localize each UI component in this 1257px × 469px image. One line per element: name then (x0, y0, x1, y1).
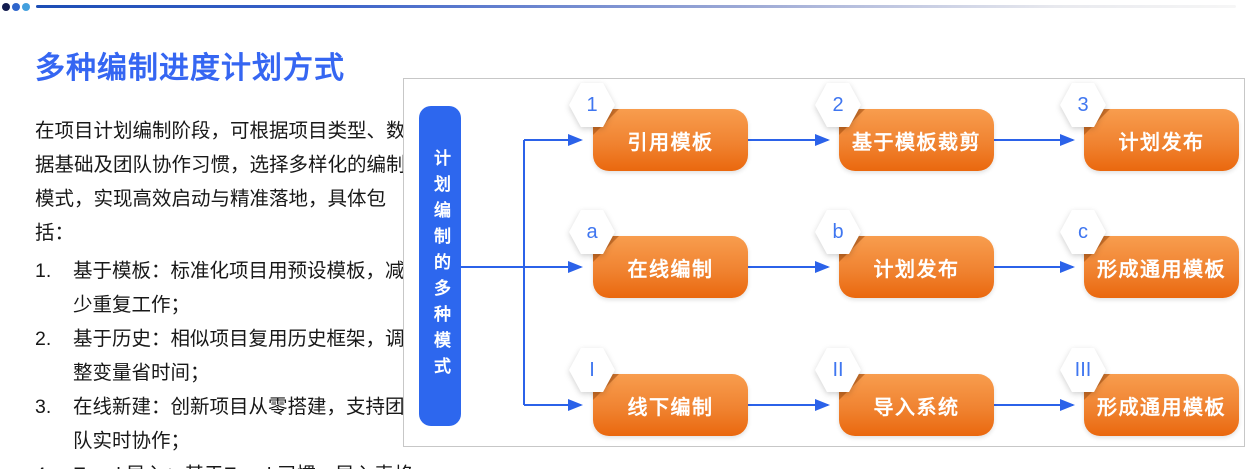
intro-paragraph: 在项目计划编制阶段，可根据项目类型、数据基础及团队协作习惯，选择多样化的编制模式… (35, 120, 406, 244)
flow-node-jihuafabu-2: b 计划发布 (815, 210, 994, 298)
hexagon-badge: III (1060, 348, 1106, 392)
list-number: 3. (35, 396, 52, 418)
list-text: 在线新建：创新项目从零搭建，支持团队实时协作； (73, 396, 405, 452)
list-number: 1. (35, 260, 52, 282)
list-text: 基于模板：标准化项目用预设模板，减少重复工作； (73, 260, 405, 316)
list-item: 2. 基于历史：相似项目复用历史框架，调整变量省时间； (35, 322, 417, 390)
flow-node-xingchengtongyongmuban-1: c 形成通用模板 (1060, 210, 1239, 298)
list-number: 2. (35, 328, 52, 350)
flow-node-yinyongmuban: 1 引用模板 (569, 83, 748, 171)
hexagon-badge: c (1060, 210, 1106, 254)
list-text: 基于历史：相似项目复用历史框架，调整变量省时间； (73, 328, 405, 384)
list-text: Excel 导入：基于Excel 习惯，导入表格免手动录入误差； (73, 458, 417, 469)
flow-node-xingchengtongyongmuban-2: III 形成通用模板 (1060, 348, 1239, 436)
list-item: 1. 基于模板：标准化项目用预设模板，减少重复工作； (35, 254, 417, 322)
hexagon-badge: I (569, 348, 615, 392)
flow-node-xianxiabianzhi: I 线下编制 (569, 348, 748, 436)
connector-lines (461, 134, 1075, 411)
flow-node-label: 在线编制 (627, 258, 714, 281)
top-decoration (0, 0, 1257, 14)
flow-node-label: 形成通用模板 (1097, 258, 1226, 281)
list-item: 4. Excel 导入：基于Excel 习惯，导入表格免手动录入误差； (35, 458, 417, 469)
mode-list: 1. 基于模板：标准化项目用预设模板，减少重复工作； 2. 基于历史：相似项目复… (35, 254, 417, 469)
hexagon-badge: a (569, 210, 615, 254)
page-title: 多种编制进度计划方式 (35, 52, 345, 85)
flow-node-label: 计划发布 (1118, 131, 1205, 154)
root-node-label: 计划编制的多种模式 (431, 149, 450, 383)
step-badge: a (569, 210, 615, 254)
step-badge: 3 (1060, 83, 1106, 127)
flow-node-label: 计划发布 (873, 258, 960, 281)
flow-node-label: 线下编制 (627, 396, 714, 419)
hexagon-badge: 2 (815, 83, 861, 127)
hexagon-badge: 1 (569, 83, 615, 127)
step-badge: 1 (569, 83, 615, 127)
deco-dot-3 (22, 3, 30, 11)
flow-node-zaixianbianzhi: a 在线编制 (569, 210, 748, 298)
root-node: 计划编制的多种模式 (419, 106, 461, 426)
deco-dot-2 (12, 3, 20, 11)
flow-node-daoruxitong: II 导入系统 (815, 348, 994, 436)
step-badge: b (815, 210, 861, 254)
list-number: 4. (35, 458, 73, 469)
deco-line (36, 5, 1236, 8)
flow-node-jihuafabu-1: 3 计划发布 (1060, 83, 1239, 171)
hexagon-badge: 3 (1060, 83, 1106, 127)
deco-dot-1 (2, 3, 10, 11)
step-badge: c (1060, 210, 1106, 254)
hexagon-badge: II (815, 348, 861, 392)
flow-node-label: 导入系统 (873, 396, 960, 419)
text-panel: 多种编制进度计划方式 在项目计划编制阶段，可根据项目类型、数据基础及团队协作习惯… (35, 50, 417, 469)
flow-node-label: 引用模板 (627, 131, 714, 154)
step-badge: II (815, 348, 861, 392)
step-badge: 2 (815, 83, 861, 127)
step-badge: I (569, 348, 615, 392)
flow-node-jiyumubancaijian: 2 基于模板裁剪 (815, 83, 994, 171)
flow-node-label: 基于模板裁剪 (852, 131, 981, 154)
list-item: 3. 在线新建：创新项目从零搭建，支持团队实时协作； (35, 390, 417, 458)
flow-diagram: 计划编制的多种模式 1 引用模板 2 基于模板裁剪 3 计划发布 a 在 (403, 78, 1245, 447)
flow-node-label: 形成通用模板 (1097, 396, 1226, 419)
hexagon-badge: b (815, 210, 861, 254)
step-badge: III (1060, 348, 1106, 392)
